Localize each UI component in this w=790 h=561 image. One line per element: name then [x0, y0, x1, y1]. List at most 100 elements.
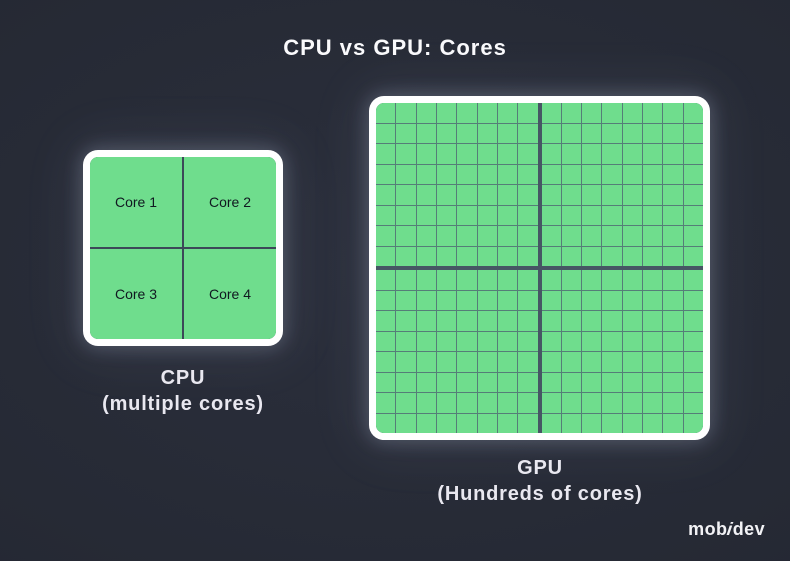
gpu-core-cell — [683, 352, 703, 372]
gpu-core-cell — [541, 226, 561, 246]
gpu-core-cell — [477, 290, 497, 310]
gpu-core-cell — [376, 103, 396, 123]
gpu-core-cell — [518, 331, 538, 351]
gpu-core-cell — [561, 226, 582, 246]
gpu-core-cell — [683, 270, 703, 290]
gpu-core-cell — [602, 393, 622, 413]
gpu-core-cell — [477, 413, 497, 433]
gpu-core-cell — [477, 185, 497, 205]
gpu-core-cell — [622, 164, 643, 184]
gpu-core-cell — [602, 185, 622, 205]
gpu-core-cell — [561, 352, 582, 372]
gpu-core-cell — [477, 393, 497, 413]
gpu-core-cell — [683, 331, 703, 351]
gpu-core-cell — [541, 372, 561, 392]
gpu-core-cell — [457, 185, 477, 205]
gpu-core-cell — [436, 352, 457, 372]
gpu-core-cell — [416, 123, 436, 143]
gpu-core-cell — [622, 205, 643, 225]
gpu-core-cell — [643, 372, 663, 392]
gpu-core-cell — [396, 352, 416, 372]
gpu-core-cell — [396, 185, 416, 205]
gpu-core-cell — [518, 123, 538, 143]
cpu-core-cell: Core 2 — [184, 157, 276, 247]
gpu-core-cell — [561, 372, 582, 392]
gpu-core-cell — [643, 185, 663, 205]
gpu-core-cell — [436, 290, 457, 310]
gpu-core-cell — [376, 331, 396, 351]
gpu-caption-subtitle: (Hundreds of cores) — [437, 483, 643, 505]
gpu-core-cell — [497, 352, 518, 372]
gpu-core-cell — [457, 164, 477, 184]
gpu-core-cell — [416, 164, 436, 184]
gpu-core-cell — [541, 164, 561, 184]
gpu-core-cell — [457, 331, 477, 351]
gpu-core-cell — [541, 413, 561, 433]
gpu-core-cell — [582, 226, 602, 246]
gpu-core-cell — [436, 123, 457, 143]
gpu-core-cell — [436, 331, 457, 351]
gpu-core-cell — [663, 226, 683, 246]
cpu-caption-subtitle: (multiple cores) — [102, 393, 264, 415]
gpu-core-cell — [663, 123, 683, 143]
gpu-core-cell — [643, 103, 663, 123]
gpu-core-cell — [663, 311, 683, 331]
gpu-core-cell — [602, 372, 622, 392]
gpu-core-cell — [622, 123, 643, 143]
gpu-core-cell — [416, 103, 436, 123]
gpu-core-cell — [396, 103, 416, 123]
gpu-caption: GPU (Hundreds of cores) — [380, 455, 700, 507]
gpu-core-cell — [602, 205, 622, 225]
gpu-core-cell — [541, 123, 561, 143]
gpu-core-cell — [643, 246, 663, 266]
gpu-core-cell — [457, 372, 477, 392]
gpu-core-cell — [396, 372, 416, 392]
gpu-core-cell — [436, 246, 457, 266]
gpu-core-cell — [396, 123, 416, 143]
gpu-core-grid — [376, 103, 703, 433]
gpu-core-cell — [518, 393, 538, 413]
gpu-core-cell — [663, 352, 683, 372]
gpu-core-cell — [622, 311, 643, 331]
gpu-core-cell — [477, 164, 497, 184]
gpu-core-cell — [622, 185, 643, 205]
gpu-core-cell — [683, 413, 703, 433]
gpu-core-cell — [477, 123, 497, 143]
gpu-core-cell — [561, 290, 582, 310]
gpu-core-cell — [602, 226, 622, 246]
gpu-core-cell — [643, 331, 663, 351]
gpu-core-cell — [457, 246, 477, 266]
gpu-core-cell — [643, 226, 663, 246]
gpu-core-cell — [561, 164, 582, 184]
gpu-core-cell — [497, 185, 518, 205]
gpu-core-cell — [497, 164, 518, 184]
gpu-core-cell — [663, 413, 683, 433]
gpu-core-cell — [518, 372, 538, 392]
gpu-core-cell — [582, 393, 602, 413]
gpu-core-cell — [663, 205, 683, 225]
gpu-core-cell — [518, 311, 538, 331]
gpu-core-cell — [497, 226, 518, 246]
gpu-core-cell — [541, 393, 561, 413]
gpu-core-cell — [561, 205, 582, 225]
gpu-core-cell — [622, 144, 643, 164]
gpu-core-cell — [416, 144, 436, 164]
gpu-core-cell — [663, 372, 683, 392]
gpu-core-cell — [436, 372, 457, 392]
gpu-core-cell — [416, 290, 436, 310]
gpu-core-cell — [561, 270, 582, 290]
gpu-core-cell — [396, 290, 416, 310]
gpu-core-cell — [396, 226, 416, 246]
gpu-core-cell — [683, 311, 703, 331]
gpu-quadrant — [541, 270, 703, 433]
gpu-core-cell — [376, 144, 396, 164]
gpu-core-cell — [602, 246, 622, 266]
gpu-core-cell — [663, 290, 683, 310]
gpu-core-cell — [477, 270, 497, 290]
gpu-core-cell — [436, 226, 457, 246]
gpu-core-cell — [582, 290, 602, 310]
gpu-core-cell — [518, 226, 538, 246]
gpu-core-cell — [683, 372, 703, 392]
gpu-core-cell — [477, 144, 497, 164]
gpu-core-cell — [683, 144, 703, 164]
